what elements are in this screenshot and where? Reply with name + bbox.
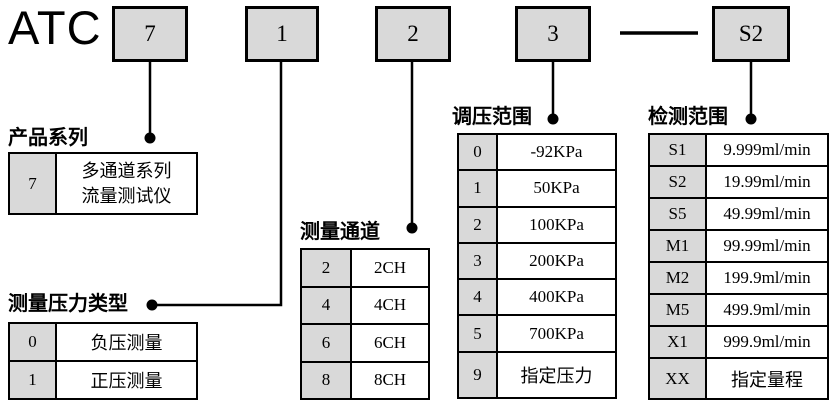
table-row: 9 指定压力 [457,350,617,400]
regulation-code: 1 [457,169,498,208]
detection-value: 199.9ml/min [705,261,829,296]
channel-value: 8CH [350,360,430,400]
detection-code: S5 [648,197,707,232]
regulation-value: -92KPa [496,132,617,172]
table-row: 7 多通道系列 流量测试仪 [8,152,198,215]
regulation-range-table: 0 -92KPa 1 50KPa 2 100KPa 3 200KPa 4 400… [457,132,617,400]
detection-value: 49.99ml/min [705,197,829,232]
table-row: 6 6CH [300,323,430,363]
table-row: 1 50KPa [457,169,617,208]
table-row: M2 199.9ml/min [648,261,829,296]
connector-dot-series [144,132,156,144]
series-value: 多通道系列 流量测试仪 [55,152,198,215]
model-segment-box-pressure-type: 1 [245,6,319,62]
table-row: S1 9.999ml/min [648,132,829,168]
table-row: M1 99.99ml/min [648,229,829,264]
detection-value: 19.99ml/min [705,165,829,200]
detection-code: M5 [648,293,707,328]
connector-dot-regulation [547,113,559,125]
table-row: 8 8CH [300,360,430,400]
channel-code: 6 [300,323,352,363]
regulation-code: 9 [457,350,498,400]
model-segment-value: 7 [144,21,156,46]
table-row: 5 700KPa [457,314,617,353]
table-row: XX 指定量程 [648,357,829,400]
regulation-code: 5 [457,314,498,353]
detection-value: 499.9ml/min [705,293,829,328]
model-segment-value: S2 [738,21,764,46]
table-row: 1 正压测量 [8,360,198,400]
model-segment-box-series: 7 [112,6,188,62]
section-title-regulation-range: 调压范围 [452,106,532,128]
channels-table: 2 2CH 4 4CH 6 6CH 8 8CH [300,248,430,400]
table-row: 0 -92KPa [457,132,617,172]
table-row: 0 负压测量 [8,322,198,362]
regulation-value: 700KPa [496,314,617,353]
table-row: M5 499.9ml/min [648,293,829,328]
model-segment-value: 1 [276,21,288,46]
channel-code: 2 [300,248,352,288]
series-value-line1: 多通道系列 [81,161,172,182]
series-value-line2: 流量测试仪 [81,185,172,206]
detection-range-table: S1 9.999ml/min S2 19.99ml/min S5 49.99ml… [648,132,829,400]
detection-code: S1 [648,132,707,168]
pressure-type-value: 正压测量 [55,360,198,400]
connector-dot-channels [406,222,418,234]
channel-value: 6CH [350,323,430,363]
detection-value: 99.99ml/min [705,229,829,264]
section-title-detection-range: 检测范围 [648,106,728,128]
detection-code: M1 [648,229,707,264]
section-title-channels: 测量通道 [300,221,380,243]
regulation-code: 3 [457,241,498,281]
pressure-type-table: 0 负压测量 1 正压测量 [8,322,198,400]
section-title-pressure-type: 测量压力类型 [8,293,128,315]
pressure-type-code: 1 [8,360,57,400]
channel-code: 8 [300,360,352,400]
detection-code: XX [648,357,707,400]
table-row: X1 999.9ml/min [648,325,829,360]
connector-dot-detection [745,113,757,125]
regulation-value: 50KPa [496,169,617,208]
channel-value: 2CH [350,248,430,288]
detection-code: M2 [648,261,707,296]
series-code: 7 [8,152,57,215]
model-segment-value: 3 [547,21,559,46]
regulation-code: 0 [457,132,498,172]
regulation-value: 200KPa [496,241,617,281]
pressure-type-code: 0 [8,322,57,362]
table-row: S2 19.99ml/min [648,165,829,200]
regulation-code: 4 [457,278,498,317]
detection-value: 999.9ml/min [705,325,829,360]
model-segment-box-detection: S2 [712,6,790,62]
series-table: 7 多通道系列 流量测试仪 [8,152,198,215]
model-segment-value: 2 [407,21,419,46]
table-row: 2 2CH [300,248,430,288]
table-row: 3 200KPa [457,241,617,281]
connector-dot-pressure-type [146,299,158,311]
regulation-value: 400KPa [496,278,617,317]
detection-value: 指定量程 [705,357,829,400]
section-title-series: 产品系列 [8,127,88,149]
detection-code: X1 [648,325,707,360]
table-row: 4 400KPa [457,278,617,317]
detection-code: S2 [648,165,707,200]
regulation-value: 100KPa [496,205,617,244]
table-row: S5 49.99ml/min [648,197,829,232]
regulation-code: 2 [457,205,498,244]
model-segment-box-regulation: 3 [515,6,591,62]
channel-value: 4CH [350,285,430,325]
model-prefix-text: ATC [8,1,102,54]
channel-code: 4 [300,285,352,325]
regulation-value: 指定压力 [496,350,617,400]
model-segment-box-channels: 2 [375,6,451,62]
detection-value: 9.999ml/min [705,132,829,168]
pressure-type-value: 负压测量 [55,322,198,362]
table-row: 4 4CH [300,285,430,325]
table-row: 2 100KPa [457,205,617,244]
